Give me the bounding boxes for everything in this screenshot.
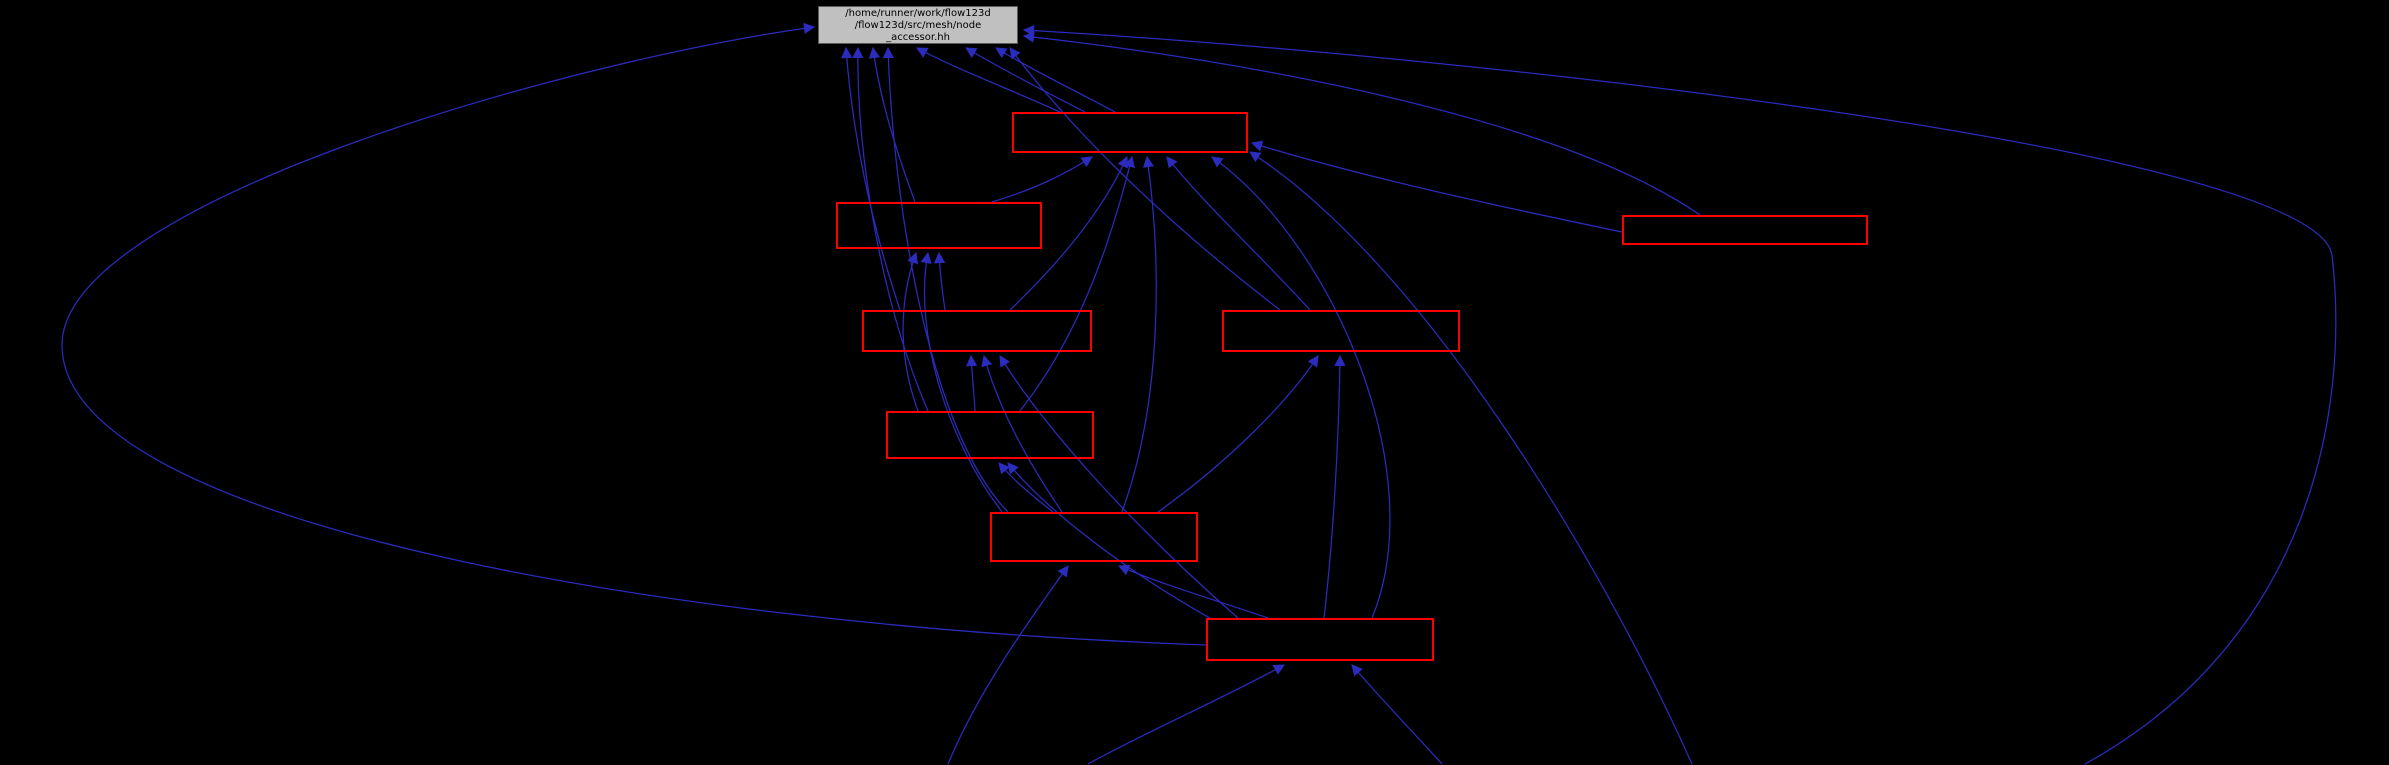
root-label-line-2: /flow123d/src/mesh/node xyxy=(854,20,982,31)
graph-node-2[interactable] xyxy=(836,202,1042,249)
graph-node-root: /home/runner/work/flow123d /flow123d/src… xyxy=(818,6,1018,44)
graph-edge xyxy=(965,47,1086,113)
graph-edge xyxy=(1121,155,1157,513)
graph-node-4[interactable] xyxy=(862,310,1092,352)
graph-node-1[interactable] xyxy=(1012,112,1248,153)
graph-edge xyxy=(933,251,946,311)
graph-edge xyxy=(1250,140,1623,233)
graph-node-6[interactable] xyxy=(886,411,1094,459)
graph-edge xyxy=(882,46,1009,513)
graph-edge xyxy=(947,565,1069,765)
graph-edge xyxy=(991,156,1093,203)
graph-edge xyxy=(1022,31,1701,216)
graph-node-3[interactable] xyxy=(1622,215,1868,245)
graph-edge xyxy=(916,47,1061,113)
root-label-line-3: _accessor.hh xyxy=(886,32,950,43)
graph-node-5[interactable] xyxy=(1222,310,1460,352)
graph-edge xyxy=(1166,156,1311,311)
graph-edge xyxy=(1087,664,1285,765)
graph-edge xyxy=(920,251,1003,513)
graph-edge xyxy=(981,354,1063,513)
graph-edge xyxy=(1019,155,1136,412)
graph-edge xyxy=(999,355,1239,619)
graph-edge xyxy=(1323,354,1346,619)
graph-edge xyxy=(1022,24,2337,765)
graph-edge xyxy=(995,47,1116,113)
root-label-line-1: /home/runner/work/flow123d xyxy=(845,8,991,19)
graph-edge xyxy=(1157,355,1319,513)
graph-edge xyxy=(61,22,1207,646)
graph-edge xyxy=(841,46,901,311)
graph-edge xyxy=(998,462,1054,513)
graph-edge xyxy=(1009,155,1128,311)
graph-edge xyxy=(852,46,929,412)
graph-edge xyxy=(1211,156,1391,619)
graph-edge xyxy=(868,46,916,203)
graph-edge xyxy=(1351,664,1443,765)
graph-edge xyxy=(1117,564,1269,619)
graph-edge xyxy=(1007,462,1214,621)
graph-edge xyxy=(965,354,978,412)
graph-edge xyxy=(1009,47,1281,311)
graph-edge xyxy=(1249,151,1693,765)
graph-node-8[interactable] xyxy=(1206,618,1434,661)
graph-node-7[interactable] xyxy=(990,512,1198,562)
graph-edge xyxy=(902,251,919,412)
